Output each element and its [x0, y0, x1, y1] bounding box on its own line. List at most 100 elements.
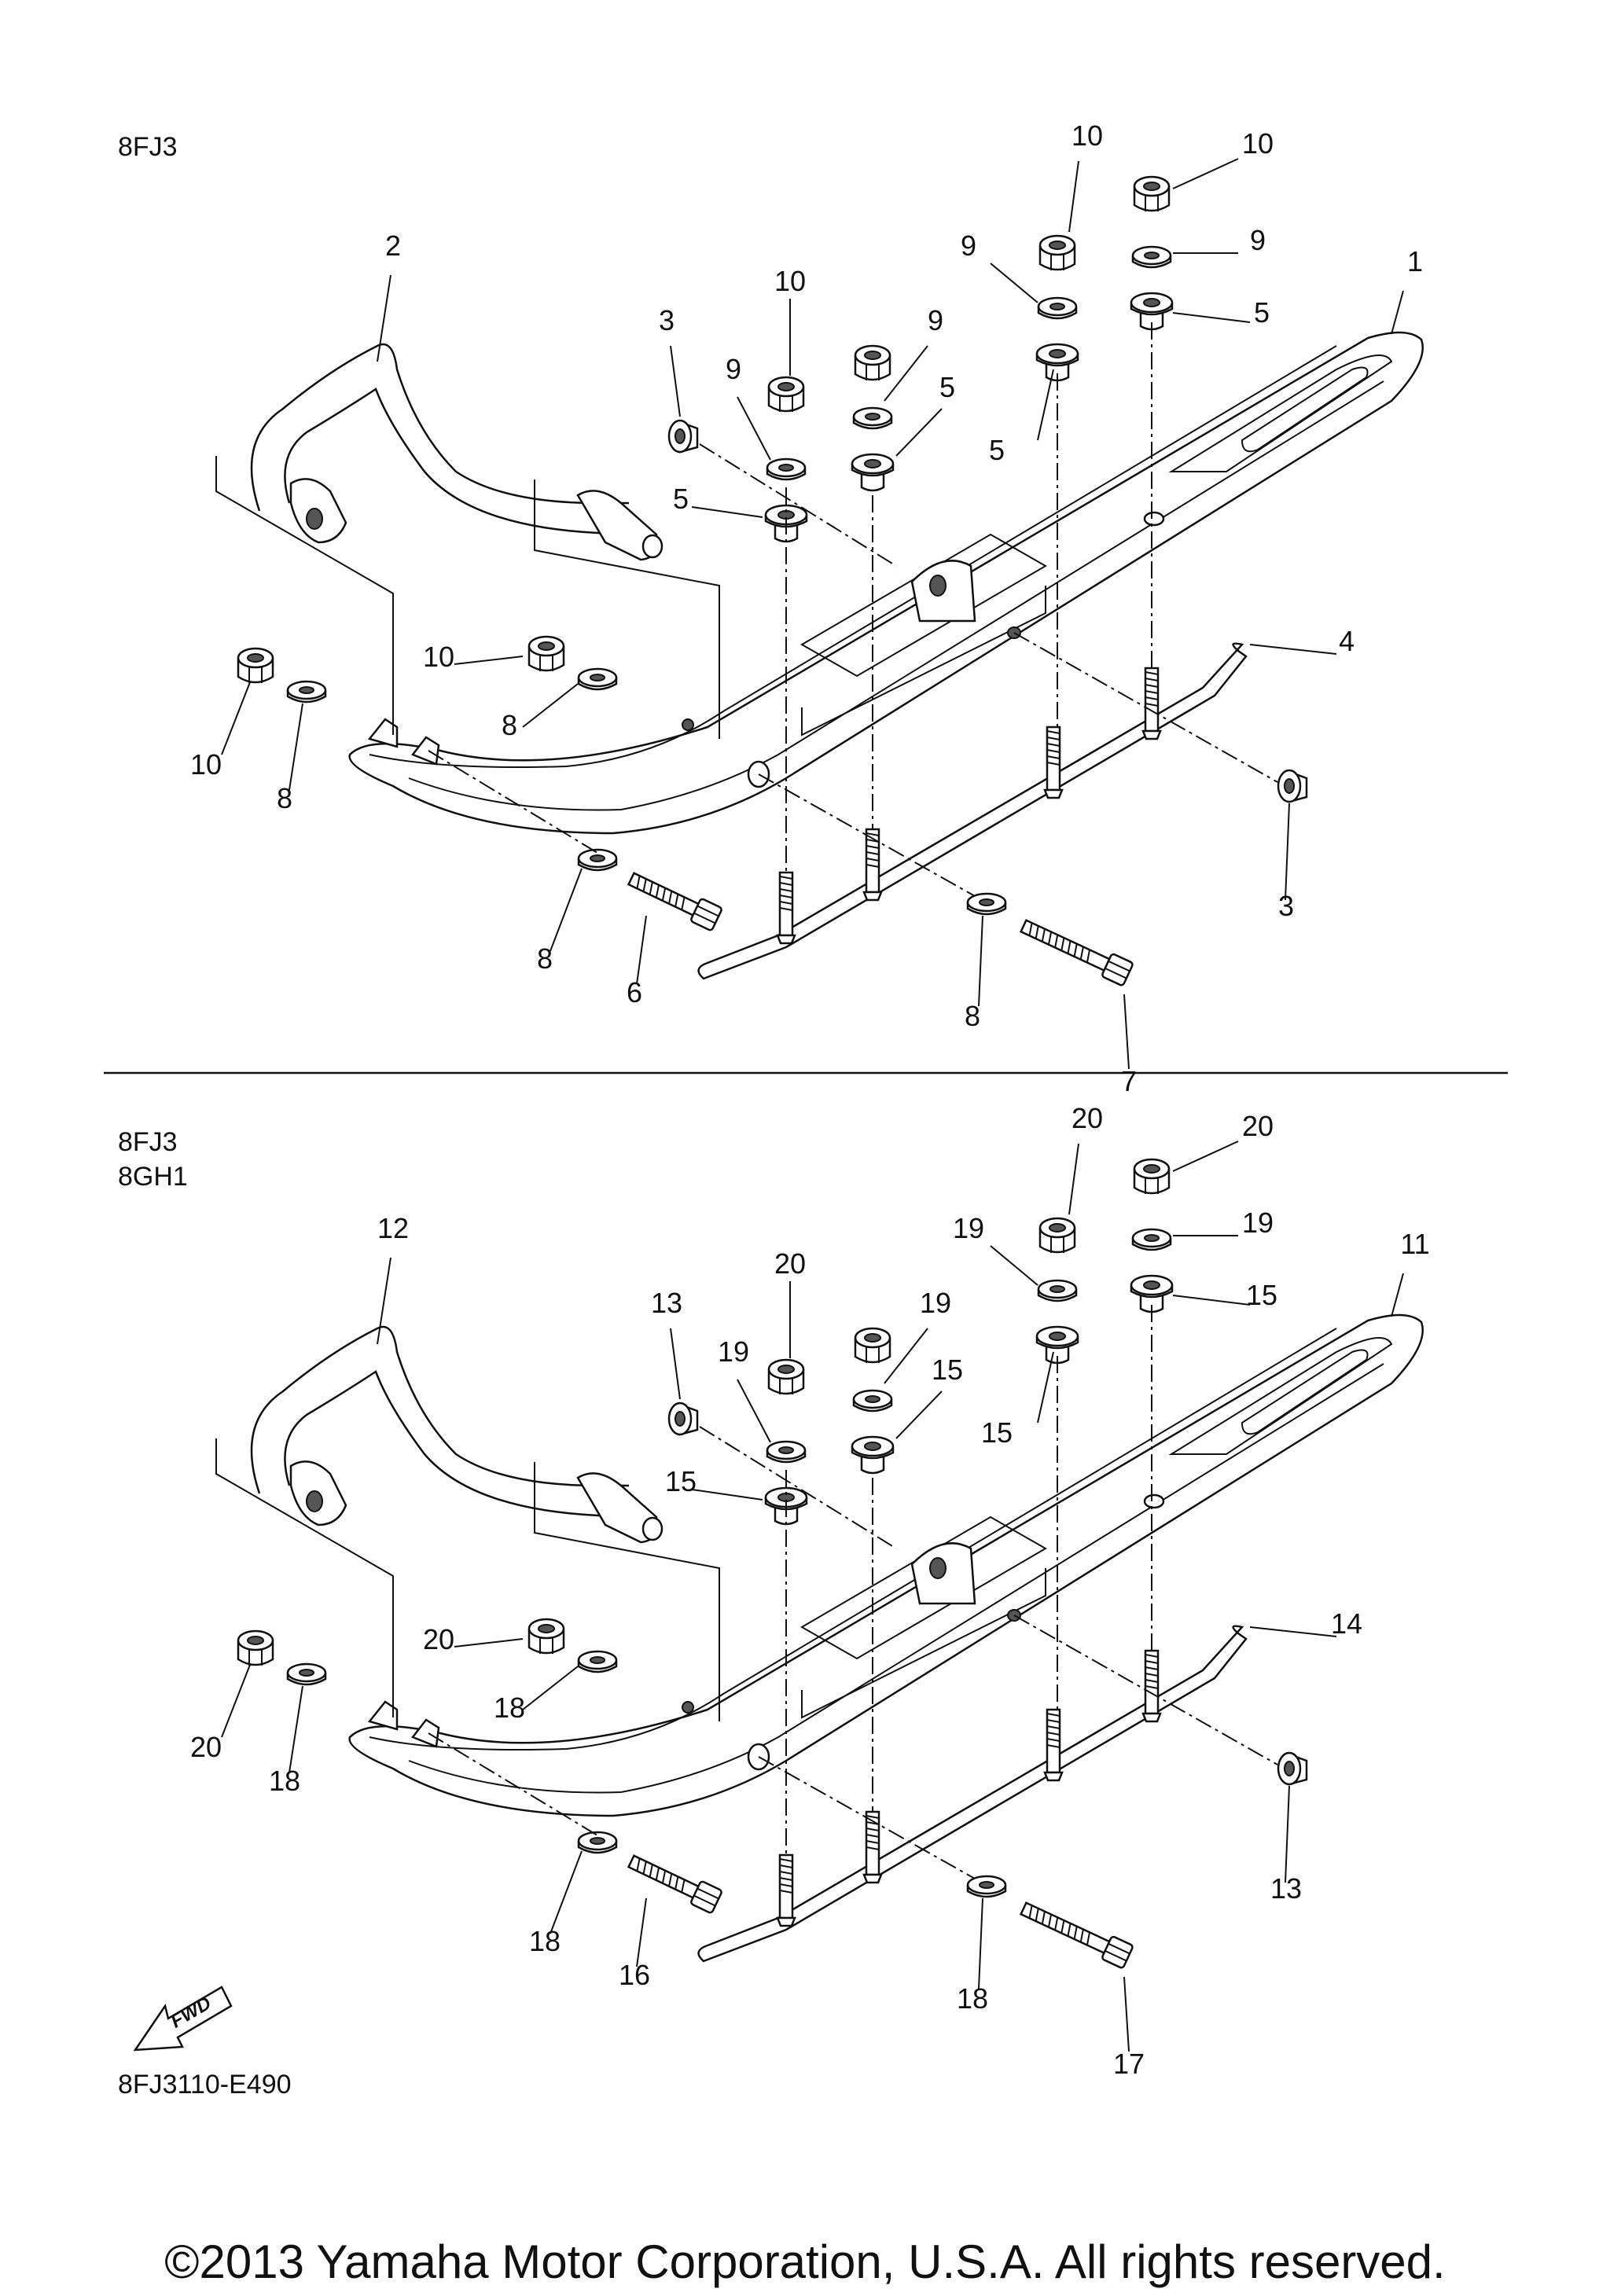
- leader-line: [691, 506, 763, 518]
- washer-icon: [1037, 296, 1078, 320]
- callout-number: 19: [953, 1212, 984, 1244]
- bushing-icon: [764, 504, 808, 543]
- leader-line: [884, 345, 928, 402]
- washer-icon: [286, 1662, 327, 1686]
- leader-line: [289, 1685, 303, 1773]
- washer-icon: [577, 1831, 618, 1854]
- variant-label-2: 8GH1: [118, 1162, 188, 1192]
- leader-line: [1285, 803, 1290, 901]
- callout-number: 15: [665, 1465, 697, 1497]
- callout-number: 3: [1278, 890, 1294, 922]
- leader-line: [221, 1664, 251, 1738]
- nut-icon: [1038, 234, 1076, 271]
- leader-line: [454, 656, 524, 665]
- callout-number: 19: [718, 1335, 749, 1368]
- leader-line: [895, 408, 943, 457]
- leader-line: [454, 1638, 524, 1648]
- washer-icon: [577, 667, 618, 691]
- bolt-icon: [627, 1854, 722, 1914]
- nut-icon: [527, 635, 565, 672]
- leader-line: [636, 1897, 647, 1967]
- center-line: [428, 750, 598, 854]
- nut-icon: [767, 1358, 805, 1395]
- bushing-icon: [1035, 343, 1079, 382]
- variant-label-1: 8FJ3: [118, 1127, 178, 1157]
- washer-icon: [1037, 1279, 1078, 1302]
- leader-line: [978, 1897, 983, 1989]
- stud-icon: [1043, 726, 1064, 799]
- center-line: [758, 1756, 976, 1879]
- leader-line: [670, 345, 681, 417]
- leader-line: [670, 1328, 681, 1400]
- leader-line: [737, 396, 771, 461]
- callout-number: 4: [1339, 625, 1355, 657]
- leader-line: [895, 1390, 943, 1439]
- side-bushing-icon: [667, 1401, 699, 1436]
- bushing-icon: [851, 1435, 895, 1475]
- callout-number: 7: [1121, 1065, 1137, 1097]
- callout-number: 8: [502, 709, 517, 741]
- center-line: [1013, 1615, 1278, 1765]
- stud-icon: [1141, 1649, 1162, 1723]
- callout-number: 20: [774, 1247, 806, 1280]
- callout-number: 20: [1071, 1102, 1103, 1134]
- drawing-code: 8FJ3110-E490: [118, 2070, 292, 2099]
- side-bushing-icon: [1277, 1751, 1308, 1786]
- forward-arrow-icon: FWD: [133, 1986, 233, 2052]
- stud-icon: [1043, 1708, 1064, 1782]
- callout-number: 11: [1400, 1228, 1429, 1260]
- leader-line: [522, 683, 579, 728]
- washer-icon: [577, 1650, 618, 1673]
- callout-number: 19: [920, 1287, 951, 1319]
- bushing-icon: [1130, 292, 1174, 331]
- callout-number: 18: [529, 1925, 561, 1957]
- center-line: [699, 1426, 897, 1549]
- washer-icon: [1131, 1228, 1172, 1251]
- center-line: [758, 773, 976, 897]
- callout-number: 8: [277, 782, 292, 814]
- leader-line: [636, 915, 647, 985]
- callout-number: 15: [932, 1354, 963, 1386]
- leader-line: [1037, 369, 1054, 441]
- leader-line: [990, 263, 1038, 303]
- leader-line: [1172, 1141, 1239, 1172]
- nut-icon: [237, 1629, 274, 1666]
- callout-number: 8: [537, 942, 553, 975]
- copyright-notice: ©2013 Yamaha Motor Corporation, U.S.A. A…: [164, 2235, 1445, 2288]
- callout-number: 10: [423, 641, 454, 673]
- variant-label: 8FJ3: [118, 132, 178, 162]
- callout-number: 10: [190, 748, 222, 781]
- nut-icon: [1133, 1158, 1171, 1195]
- callout-number: 9: [726, 353, 741, 385]
- callout-number: 1: [1407, 245, 1423, 277]
- washer-icon: [852, 406, 893, 430]
- leader-line: [522, 1666, 579, 1710]
- washer-icon: [286, 680, 327, 703]
- leader-line: [377, 274, 391, 362]
- nut-icon: [237, 647, 274, 684]
- stud-icon: [862, 1810, 883, 1884]
- callout-number: 9: [928, 304, 943, 336]
- callout-number: 10: [1071, 119, 1103, 152]
- leader-line: [1172, 158, 1239, 189]
- leader-line: [1037, 1351, 1054, 1424]
- washer-icon: [577, 848, 618, 872]
- callout-number: 9: [961, 230, 976, 262]
- bracket-lug: [367, 1700, 399, 1731]
- leader-line: [1123, 994, 1130, 1070]
- leader-line: [1172, 312, 1251, 323]
- callout-number: 12: [377, 1212, 409, 1244]
- leader-line: [978, 915, 983, 1007]
- ski-loop-handle: [215, 343, 720, 739]
- washer-icon: [966, 1875, 1007, 1898]
- callout-number: 5: [939, 371, 955, 403]
- callout-number: 14: [1331, 1607, 1362, 1640]
- leader-line: [737, 1379, 771, 1443]
- nut-icon: [527, 1618, 565, 1655]
- callout-number: 10: [1242, 127, 1274, 160]
- bolt-icon: [1019, 919, 1134, 986]
